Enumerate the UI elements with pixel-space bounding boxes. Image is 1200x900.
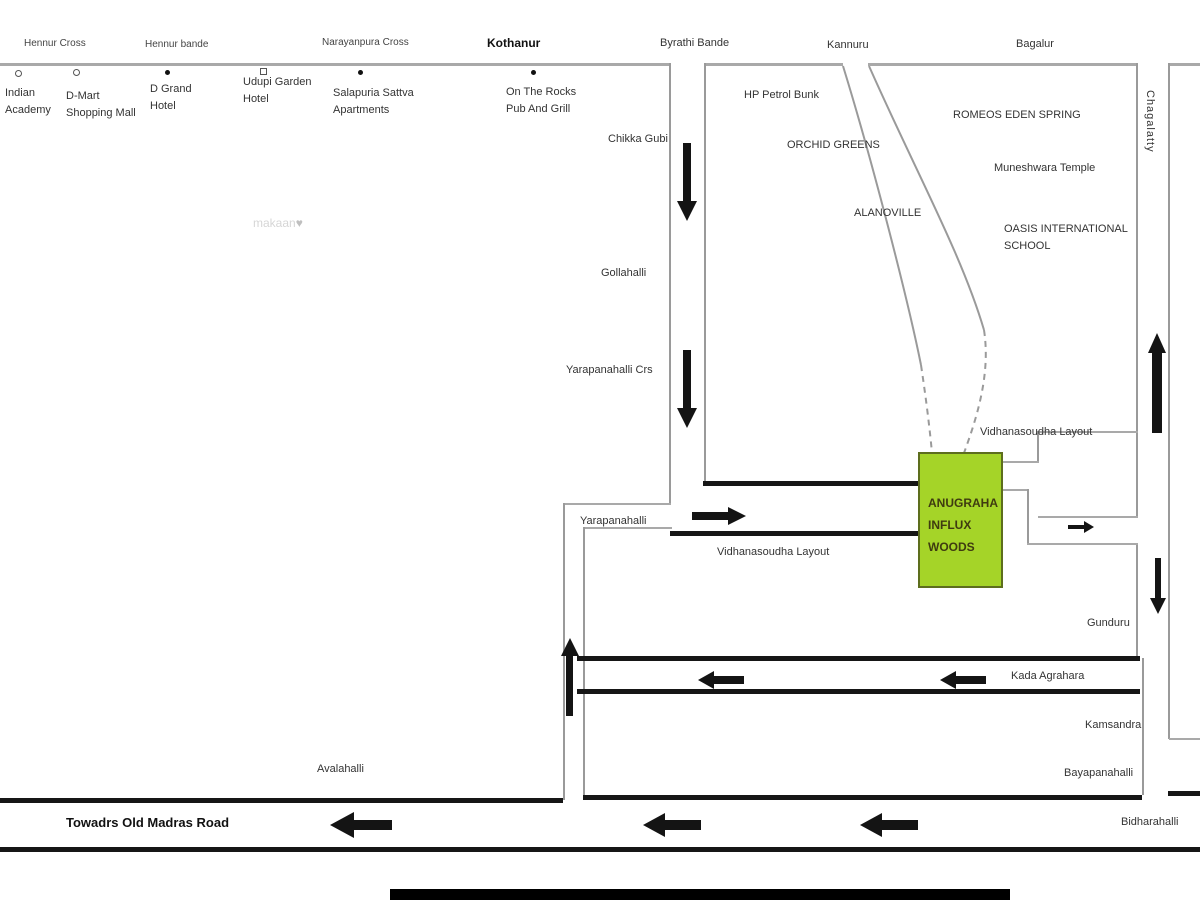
label-hennur-bande: Hennur bande bbox=[145, 39, 209, 50]
road-approach-upper bbox=[703, 481, 918, 486]
arrow-up-icon bbox=[1148, 333, 1166, 433]
label-romeos-eden-spring: ROMEOS EDEN SPRING bbox=[953, 109, 1081, 121]
label-bidharahalli: Bidharahalli bbox=[1121, 816, 1179, 828]
label-dmart: D-Mart Shopping Mall bbox=[66, 90, 136, 119]
label-hp-petrol-bunk: HP Petrol Bunk bbox=[744, 89, 820, 101]
label-narayanpura-cross: Narayanpura Cross bbox=[322, 37, 409, 48]
road-central-left bbox=[669, 63, 671, 504]
arrow-right-icon bbox=[1068, 521, 1094, 533]
road-right-edge-step bbox=[1169, 738, 1200, 740]
road-bend-bottom bbox=[583, 527, 672, 529]
road-connector-5 bbox=[1027, 489, 1029, 545]
label-kannuru: Kannuru bbox=[827, 39, 869, 51]
label-bayapanahalli: Bayapanahalli bbox=[1064, 767, 1134, 779]
road-omr-top-far-right bbox=[1168, 791, 1200, 796]
road-connector-3 bbox=[1003, 461, 1039, 463]
label-indian-academy: Indian Academy bbox=[5, 87, 51, 116]
arrow-down-icon bbox=[1150, 558, 1166, 614]
road-right-inner-1 bbox=[1136, 63, 1138, 432]
poi-marker-dmart bbox=[73, 69, 80, 76]
road-right-inner-2 bbox=[1136, 431, 1138, 518]
road-connector-4 bbox=[1003, 489, 1029, 491]
label-kada-agrahara: Kada Agrahara bbox=[1011, 670, 1085, 682]
poi-marker-ontherocks bbox=[531, 70, 536, 75]
label-salapuria-sattva: Salapuria Sattva Apartments bbox=[333, 87, 414, 116]
label-on-the-rocks: On The Rocks Pub And Grill bbox=[506, 86, 577, 115]
arrow-left-icon bbox=[860, 813, 918, 837]
project-box-anugraha-influx-woods: ANUGRAHA INFLUX WOODS bbox=[918, 452, 1003, 588]
bottom-black-bar bbox=[390, 889, 1010, 900]
road-connector-2 bbox=[1037, 431, 1039, 462]
poi-marker-dgrand bbox=[165, 70, 170, 75]
label-oasis-school: OASIS INTERNATIONAL SCHOOL bbox=[1004, 223, 1128, 252]
road-omr-top-right bbox=[583, 795, 1142, 800]
road-top-4 bbox=[1169, 63, 1200, 66]
curved-road-right-solid bbox=[868, 65, 985, 331]
road-right-outer bbox=[1168, 63, 1170, 739]
road-omr-bottom bbox=[0, 847, 1200, 852]
label-yarapanahalli: Yarapanahalli bbox=[580, 515, 647, 527]
watermark-text: makaan bbox=[253, 216, 296, 230]
curved-road-right-dashed bbox=[963, 329, 987, 454]
arrow-left-icon bbox=[698, 671, 744, 689]
label-alanoville: ALANOVILLE bbox=[854, 207, 922, 219]
label-chagalatty: Chagalatty bbox=[1144, 90, 1156, 153]
road-omr-top-left bbox=[0, 798, 563, 803]
road-bend-top bbox=[563, 503, 671, 505]
road-lower-left-2 bbox=[583, 527, 585, 797]
label-chikka-gubi: Chikka Gubi bbox=[608, 133, 668, 145]
road-connector-6 bbox=[1027, 543, 1138, 545]
road-kada-bottom bbox=[577, 689, 1140, 694]
road-kada-top bbox=[577, 656, 1140, 661]
arrow-left-icon bbox=[940, 671, 986, 689]
label-gollahalli: Gollahalli bbox=[601, 267, 647, 279]
label-orchid-greens: ORCHID GREENS bbox=[787, 139, 880, 151]
poi-marker-indian-academy bbox=[15, 70, 22, 77]
road-approach-lower bbox=[670, 531, 918, 536]
label-kamsandra: Kamsandra bbox=[1085, 719, 1142, 731]
poi-marker-udupi bbox=[260, 68, 267, 75]
road-top-2 bbox=[705, 63, 843, 66]
label-muneshwara-temple: Muneshwara Temple bbox=[994, 162, 1096, 174]
arrow-up-icon bbox=[561, 638, 579, 716]
label-towards-old-madras-road: Towadrs Old Madras Road bbox=[66, 815, 230, 830]
label-byrathi-bande: Byrathi Bande bbox=[660, 37, 730, 49]
label-bagalur: Bagalur bbox=[1016, 38, 1054, 50]
road-right-lower bbox=[1142, 658, 1144, 795]
road-connector-7 bbox=[1038, 516, 1138, 518]
label-udupi-garden-hotel: Udupi Garden Hotel bbox=[243, 76, 312, 105]
arrow-down-icon bbox=[677, 143, 697, 221]
label-kothanur: Kothanur bbox=[487, 36, 541, 50]
road-connector-1 bbox=[1037, 431, 1138, 433]
label-vidhanasoudha-layout-right: Vidhanasoudha Layout bbox=[980, 426, 1093, 438]
arrow-left-icon bbox=[330, 812, 392, 838]
label-hennur-cross: Hennur Cross bbox=[24, 38, 86, 49]
road-central-right bbox=[704, 63, 706, 483]
poi-marker-salapuria bbox=[358, 70, 363, 75]
label-vidhanasoudha-layout-center: Vidhanasoudha Layout bbox=[717, 546, 830, 558]
arrow-right-icon bbox=[692, 507, 746, 525]
curved-road-left-dashed bbox=[920, 364, 933, 454]
arrow-down-icon bbox=[677, 350, 697, 428]
curved-road-left-solid bbox=[842, 65, 922, 366]
label-dgrand-hotel: D Grand Hotel bbox=[150, 83, 192, 112]
watermark: makaan♥ bbox=[253, 216, 303, 230]
label-avalahalli: Avalahalli bbox=[317, 763, 364, 775]
road-right-inner-3 bbox=[1136, 543, 1138, 658]
heart-icon: ♥ bbox=[295, 216, 303, 230]
label-gunduru: Gunduru bbox=[1087, 617, 1130, 629]
label-yarapanahalli-crs: Yarapanahalli Crs bbox=[566, 364, 653, 376]
arrow-left-icon bbox=[643, 813, 701, 837]
road-top-3 bbox=[868, 63, 1137, 66]
road-top-1 bbox=[0, 63, 670, 66]
